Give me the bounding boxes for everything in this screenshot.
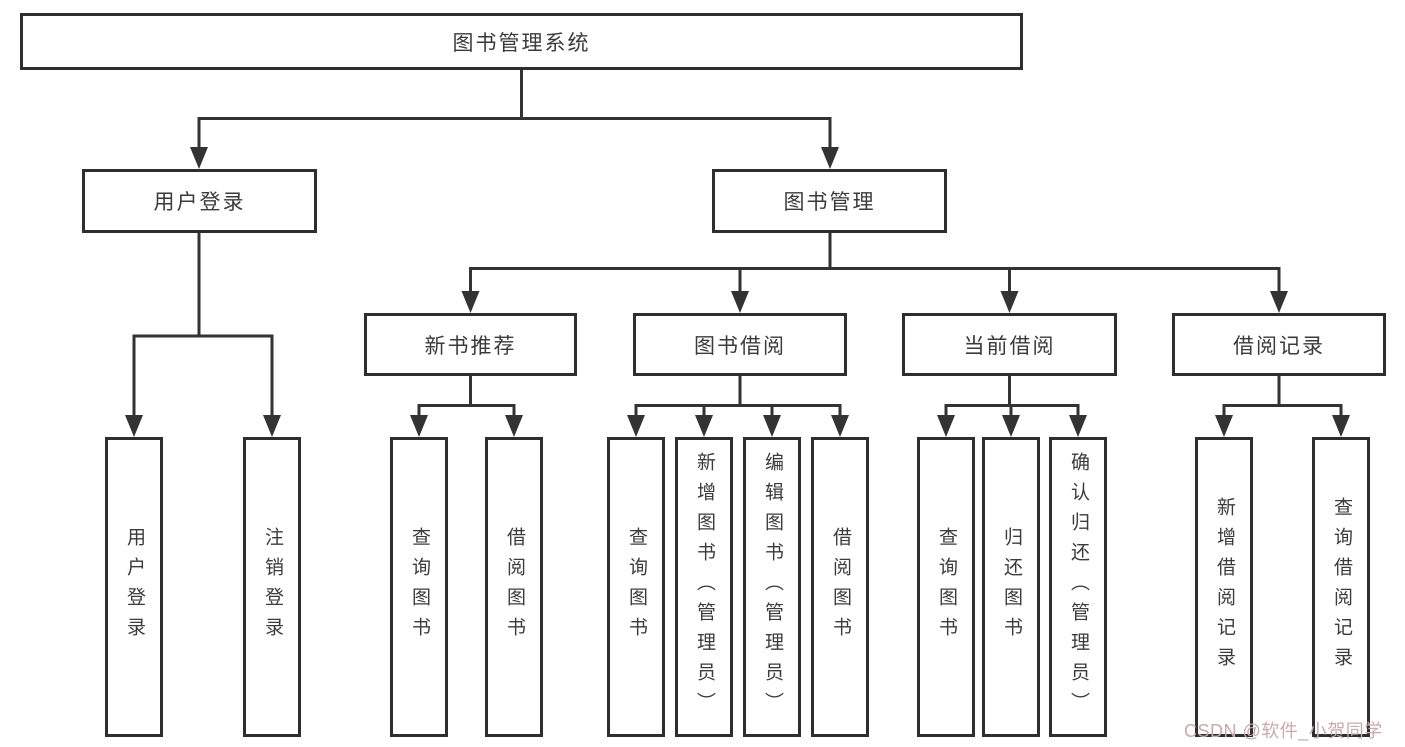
connector-user-login (132, 233, 274, 418)
connector-root (197, 70, 832, 149)
node-new-book-recommend: 新书推荐 (364, 313, 577, 376)
leaf-logout-label: 注销登录 (261, 527, 283, 647)
leaf-confirm-return-admin: 确认归还（管理员） (1049, 437, 1107, 737)
arrow-down-icon (695, 415, 713, 437)
leaf-add-book-admin-label: 新增图书（管理员） (693, 452, 715, 722)
arrow-down-icon (831, 415, 849, 437)
arrow-down-icon (190, 147, 208, 169)
arrow-down-icon (461, 291, 480, 313)
leaf-borrow-books-label: 借阅图书 (829, 527, 851, 647)
node-user-login: 用户登录 (82, 169, 317, 233)
connector-current-borrow (944, 376, 1080, 418)
leaf-user-login-label: 用户登录 (123, 527, 145, 647)
leaf-confirm-return-admin-label: 确认归还（管理员） (1067, 452, 1089, 722)
arrow-down-icon (1069, 415, 1087, 437)
node-user-login-label: 用户登录 (153, 191, 246, 214)
connector-book-borrow (634, 376, 842, 418)
leaf-borrow-books-recommend-label: 借阅图书 (503, 527, 525, 647)
arrow-down-icon (1215, 415, 1233, 437)
node-book-management-label: 图书管理 (783, 191, 876, 214)
node-book-borrow-label: 图书借阅 (694, 334, 786, 358)
connector-book-management (469, 233, 1281, 294)
arrow-down-icon (505, 415, 523, 437)
leaf-borrow-books: 借阅图书 (811, 437, 869, 737)
node-borrow-records: 借阅记录 (1172, 313, 1386, 376)
leaf-query-borrow-record-label: 查询借阅记录 (1330, 497, 1352, 677)
leaf-query-books-current-label: 查询图书 (935, 527, 957, 647)
arrow-down-icon (125, 415, 143, 437)
leaf-query-books-borrow: 查询图书 (607, 437, 665, 737)
leaf-query-borrow-record: 查询借阅记录 (1312, 437, 1370, 737)
node-book-management: 图书管理 (712, 169, 947, 233)
node-current-borrow: 当前借阅 (902, 313, 1117, 376)
arrow-down-icon (1332, 415, 1350, 437)
arrow-down-icon (263, 415, 281, 437)
leaf-add-book-admin: 新增图书（管理员） (675, 437, 733, 737)
arrow-down-icon (821, 147, 839, 169)
leaf-query-books-recommend: 查询图书 (390, 437, 448, 737)
connector-borrow-records (1222, 376, 1343, 418)
leaf-edit-book-admin-label: 编辑图书（管理员） (761, 452, 783, 722)
arrow-down-icon (410, 415, 428, 437)
leaf-user-login: 用户登录 (105, 437, 163, 737)
leaf-query-books-current: 查询图书 (917, 437, 975, 737)
arrow-down-icon (1002, 415, 1020, 437)
arrow-down-icon (1270, 291, 1288, 313)
leaf-return-book: 归还图书 (982, 437, 1040, 737)
arrow-down-icon (627, 415, 645, 437)
leaf-logout: 注销登录 (243, 437, 301, 737)
node-root: 图书管理系统 (20, 13, 1023, 70)
arrow-down-icon (731, 291, 749, 313)
node-borrow-records-label: 借阅记录 (1233, 334, 1325, 358)
leaf-return-book-label: 归还图书 (1000, 527, 1022, 647)
node-root-label: 图书管理系统 (452, 31, 591, 55)
leaf-add-borrow-record: 新增借阅记录 (1195, 437, 1253, 737)
node-book-borrow: 图书借阅 (633, 313, 847, 376)
leaf-add-borrow-record-label: 新增借阅记录 (1213, 497, 1235, 677)
arrow-down-icon (1000, 291, 1019, 313)
node-new-book-recommend-label: 新书推荐 (424, 334, 517, 358)
leaf-borrow-books-recommend: 借阅图书 (485, 437, 543, 737)
leaf-edit-book-admin: 编辑图书（管理员） (743, 437, 801, 737)
arrow-down-icon (763, 415, 781, 437)
leaf-query-books-recommend-label: 查询图书 (408, 527, 430, 647)
arrow-down-icon (937, 415, 955, 437)
connector-new-book (417, 376, 516, 418)
node-current-borrow-label: 当前借阅 (963, 334, 1056, 358)
leaf-query-books-borrow-label: 查询图书 (625, 527, 647, 647)
csdn-watermark: CSDN @软件_小贺同学 (1184, 721, 1383, 741)
